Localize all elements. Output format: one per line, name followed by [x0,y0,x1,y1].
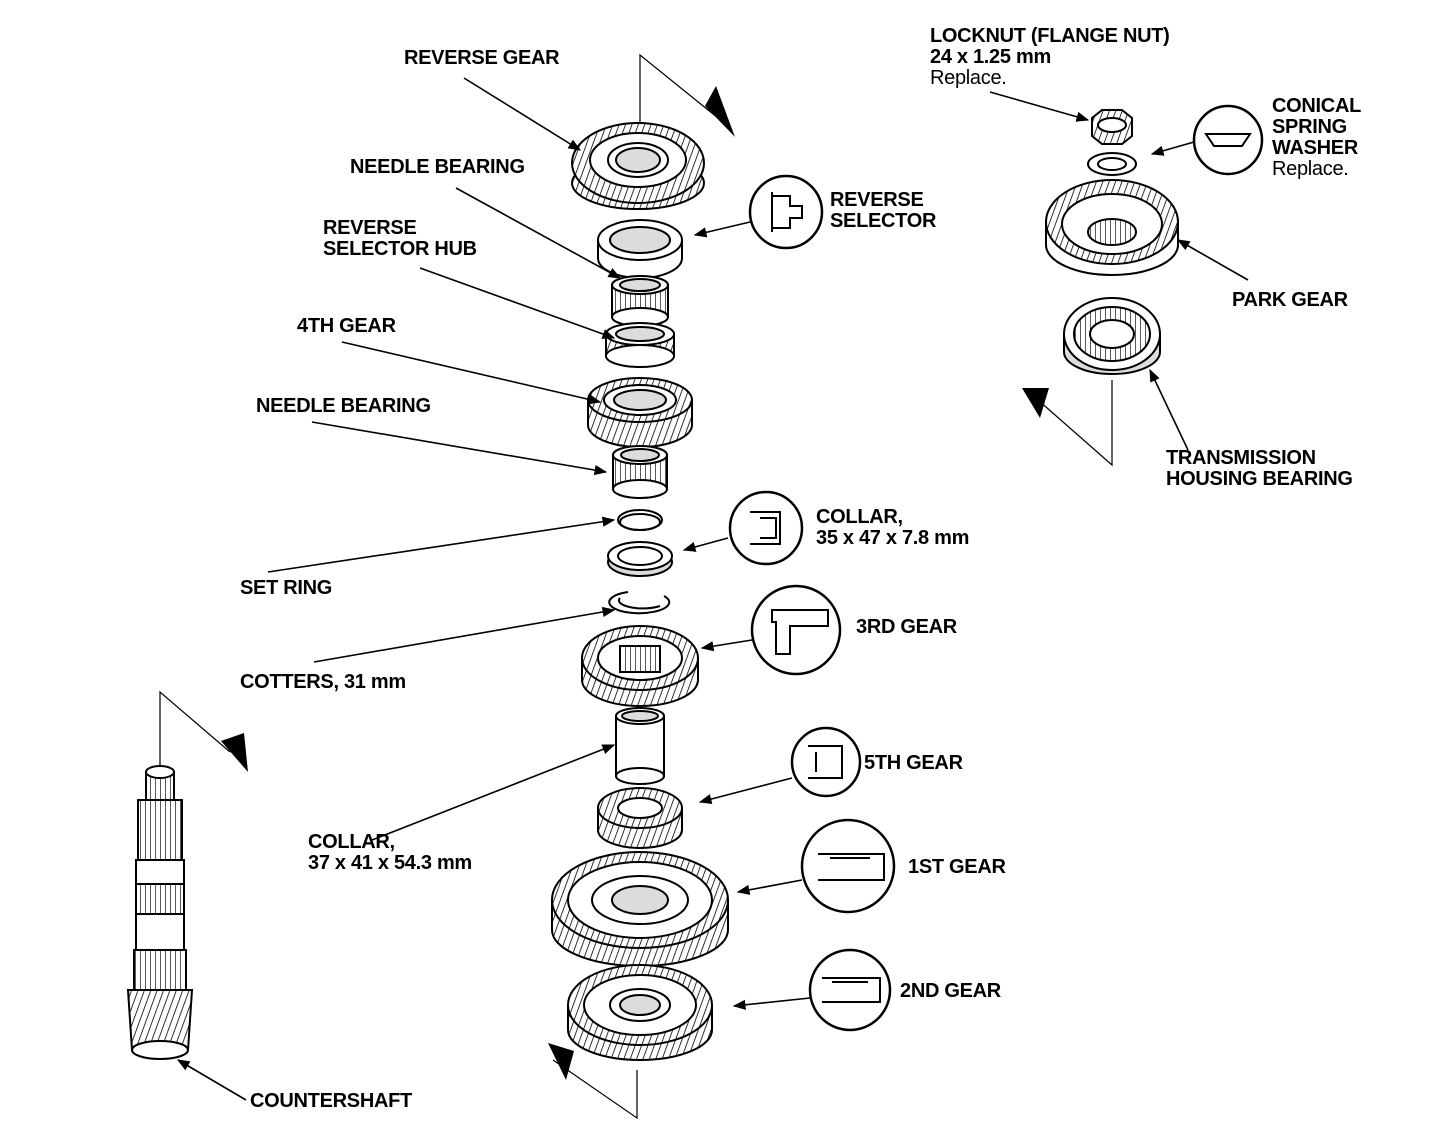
label-park-gear: PARK GEAR [1232,289,1348,311]
label-collar-short: COLLAR, 35 x 47 x 7.8 mm [816,507,969,549]
label-conical-spring-washer: CONICAL SPRING WASHER Replace. [1272,96,1361,180]
label-locknut-line2: 24 x 1.25 mm [930,46,1051,68]
label-third-gear: 3RD GEAR [856,616,957,638]
direction-arrow-right [1022,388,1049,418]
label-collar-short-line1: COLLAR, [816,506,903,528]
label-countershaft: COUNTERSHAFT [250,1090,412,1112]
label-set-ring: SET RING [240,577,333,599]
park-gear-part [1045,179,1179,276]
detail-reverse-selector [748,174,824,250]
label-locknut-note: Replace. [930,67,1007,89]
label-conical-spring-washer-note: Replace. [1272,158,1349,180]
label-reverse-gear: REVERSE GEAR [404,47,560,69]
label-fifth-gear: 5TH GEAR [864,752,963,774]
second-gear [567,964,713,1061]
label-collar-long: COLLAR, 37 x 41 x 54.3 mm [308,832,472,874]
detail-collar-short [728,490,804,566]
label-first-gear: 1ST GEAR [908,856,1006,878]
detail-first-gear [800,818,896,914]
first-gear [551,851,729,967]
direction-arrow-bottom [548,1043,574,1080]
conical-spring-washer-part [1087,152,1137,176]
label-transmission-housing-bearing-line2: HOUSING BEARING [1166,468,1353,490]
detail-fifth-gear [790,726,862,798]
label-fourth-gear: 4TH GEAR [297,315,396,337]
detail-conical-spring-washer [1192,104,1264,176]
label-reverse-selector-line1: REVERSE [830,189,924,211]
label-second-gear: 2ND GEAR [900,980,1001,1002]
fourth-gear [587,377,693,448]
label-reverse-selector-hub-line1: REVERSE [323,217,417,239]
label-reverse-selector-line2: SELECTOR [830,210,937,232]
collar-long [615,707,665,785]
set-ring [617,509,663,531]
label-conical-spring-washer-line3: WASHER [1272,137,1358,159]
direction-arrowheads [221,86,1049,1080]
label-reverse-selector-hub: REVERSE SELECTOR HUB [323,218,477,260]
third-gear [581,625,699,707]
label-needle-bearing-lower: NEEDLE BEARING [256,395,431,417]
locknut-part [1091,109,1133,145]
needle-bearing-1 [611,275,669,327]
synchro-ring [605,322,675,368]
assembly-axis-lines [159,53,1113,1120]
needle-bearing-2 [612,445,668,499]
label-cotters: COTTERS, 31 mm [240,671,406,693]
label-conical-spring-washer-line1: CONICAL [1272,95,1362,117]
reverse-gear [571,122,705,210]
label-locknut-line1: LOCKNUT (FLANGE NUT) [930,25,1170,47]
label-collar-long-line2: 37 x 41 x 54.3 mm [308,852,472,874]
detail-second-gear [808,948,892,1032]
label-transmission-housing-bearing: TRANSMISSION HOUSING BEARING [1166,448,1353,490]
direction-arrow-countershaft [221,733,248,772]
detail-third-gear [750,584,842,676]
label-collar-long-line1: COLLAR, [308,831,395,853]
label-transmission-housing-bearing-line1: TRANSMISSION [1166,447,1316,469]
leader-lines [176,77,1249,1101]
label-reverse-selector: REVERSE SELECTOR [830,190,936,232]
label-needle-bearing-upper: NEEDLE BEARING [350,156,525,178]
label-conical-spring-washer-line2: SPRING [1272,116,1347,138]
collar-short [607,541,673,577]
fifth-gear [597,787,683,849]
label-reverse-selector-hub-line2: SELECTOR HUB [323,238,477,260]
direction-arrow-top [705,86,735,137]
cotters [608,591,671,615]
transmission-housing-bearing-part [1063,297,1161,375]
countershaft-part [126,765,194,1060]
label-locknut: LOCKNUT (FLANGE NUT) 24 x 1.25 mm Replac… [930,26,1170,89]
label-collar-short-line2: 35 x 47 x 7.8 mm [816,527,970,549]
reverse-selector-hub [597,219,683,279]
